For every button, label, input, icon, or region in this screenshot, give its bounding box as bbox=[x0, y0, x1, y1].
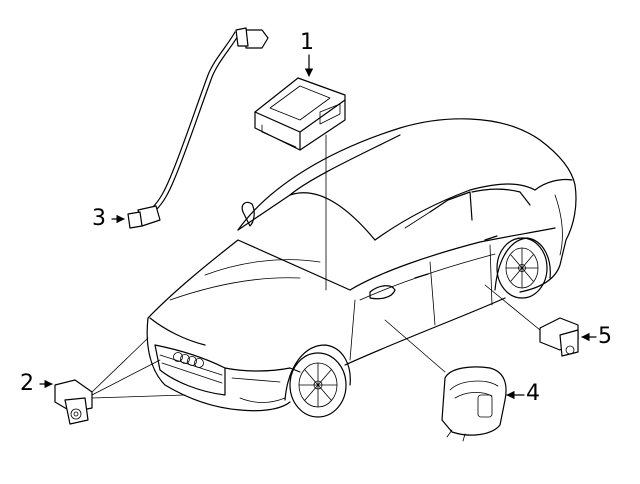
callout-number-5: 5 bbox=[598, 324, 612, 349]
clock-spring-part bbox=[384, 319, 525, 442]
front-sensor-part bbox=[39, 337, 186, 425]
control-module-part bbox=[254, 54, 346, 291]
callout-number-3: 3 bbox=[92, 206, 106, 231]
wiring-sensor-part bbox=[111, 27, 269, 229]
callout-number-2: 2 bbox=[20, 371, 34, 396]
car-illustration bbox=[146, 118, 577, 418]
callout-number-4: 4 bbox=[526, 381, 540, 406]
rear-sensor-part bbox=[484, 284, 597, 357]
callout-number-1: 1 bbox=[300, 30, 314, 55]
